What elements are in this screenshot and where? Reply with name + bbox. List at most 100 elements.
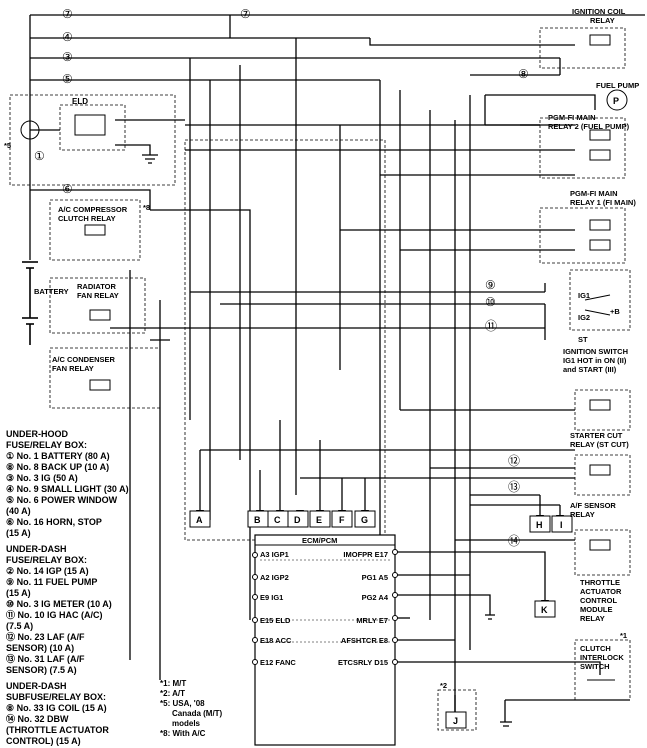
legend-under-dash-title-2: FUSE/RELAY BOX: [6,555,87,565]
fuse-marker-14: ⑭ [508,534,520,548]
legend-under-hood-item: ④ No. 9 SMALL LIGHT (30 A) [6,484,129,494]
clutch-switch-label-1: CLUTCH [580,644,611,653]
legend-subfuse-title-1: UNDER-DASH [6,681,67,691]
legend-under-hood-title-2: FUSE/RELAY BOX: [6,440,87,450]
connector-i-box [551,515,573,533]
legend-subfuse-item: ⑧ No. 33 IG COIL (15 A) [6,703,107,713]
legend-under-dash-item: ⑬ No. 31 LAF (A/F [6,653,85,664]
ecm-left-pin: E12 FANC [260,658,296,667]
ecm-right-pin: ETCSRLY D15 [338,658,388,667]
legend-under-dash-item: ⑩ No. 3 IG METER (10 A) [6,599,112,609]
af-sensor-relay-label-1: A/F SENSOR [570,501,616,510]
ignition-switch-label-2: IG1 HOT in ON (II) [563,356,627,365]
pgm-fi-relay-2-label-1: PGM-FI MAIN [548,113,596,122]
connector-f: F [339,515,345,525]
pgm-fi-relay-1-label-2: RELAY 1 (FI MAIN) [570,198,636,207]
legend-subfuse-title-2: SUBFUSE/RELAY BOX: [6,692,106,702]
ecm-right-pin: MRLY E7 [356,616,388,625]
connector-e: E [316,515,322,525]
note-line: *1: M/T [160,679,186,688]
fuse-marker-10: ⑩ [485,295,496,309]
ecm-left-pin: E15 ELD [260,616,291,625]
connector-a: A [196,515,203,525]
throttle-relay-label-1: THROTTLE [580,578,620,587]
legend-under-dash-item: ⑨ No. 11 FUEL PUMP [6,577,97,587]
ign-switch-b: +B [610,307,620,316]
connector-j-box [445,711,467,729]
fuse-marker-5: ⑤ [62,72,73,86]
ac-compressor-relay-label-1: A/C COMPRESSOR [58,205,128,214]
ignition-coil-relay-label-1: IGNITION COIL [572,7,626,16]
fuel-pump-symbol: P [613,96,619,106]
legend-under-hood-item: ① No. 1 BATTERY (80 A) [6,451,110,461]
pgm-fi-relay-1-label-1: PGM-FI MAIN [570,189,618,198]
clutch-switch-label-2: INTERLOCK [580,653,624,662]
note-line: *8: With A/C [160,729,206,738]
connector-b: B [254,515,261,525]
radiator-fan-relay-label-2: FAN RELAY [77,291,119,300]
ecm-left-pin: E9 IG1 [260,593,283,602]
ignition-switch-label-3: and START (III) [563,365,617,374]
legend-under-dash-item: SENSOR) (7.5 A) [6,665,77,675]
fuse-marker-1: ① [34,149,45,163]
battery-label: BATTERY [34,287,69,296]
legend-under-dash-item: (15 A) [6,588,31,598]
legend-subfuse-item: ⑭ No. 32 DBW [6,713,69,724]
ac-condenser-relay-label-1: A/C CONDENSER [52,355,116,364]
throttle-relay-label-5: RELAY [580,614,605,623]
note-line: models [172,719,201,728]
fuse-marker-7b: ⑦ [240,7,251,21]
note-line: *2: A/T [160,689,185,698]
legend-under-dash-item: ⑫ No. 23 LAF (A/F [6,631,85,642]
connector-h-box [529,515,551,533]
legend-under-hood-item: ⑥ No. 16 HORN, STOP [6,517,102,527]
ecm-right-pin: PG2 A4 [362,593,389,602]
legend-under-dash-item: (7.5 A) [6,621,33,631]
ecm-left-pin: E18 ACC [260,636,292,645]
connector-c: C [274,515,281,525]
throttle-relay-label-4: MODULE [580,605,613,614]
legend-under-dash-item: ② No. 14 IGP (15 A) [6,566,89,576]
legend-subfuse-item: (THROTTLE ACTUATOR [6,725,109,735]
fuse-marker-6: ⑥ [62,182,73,196]
ecm-right-pin: PG1 A5 [362,573,388,582]
ac-compressor-relay-label-2: CLUTCH RELAY [58,214,116,223]
fuse-marker-9: ⑨ [485,278,496,292]
fuse-marker-4: ④ [62,30,73,44]
connector-e-box [309,510,331,528]
connector-f-box [331,510,353,528]
ecm-right-pin: AFSHTCR E8 [341,636,388,645]
clutch-switch-label-3: SWITCH [580,662,610,671]
ecm-left-pin: A3 IGP1 [260,550,289,559]
clutch-switch-note: *1 [620,631,627,640]
throttle-relay-label-2: ACTUATOR [580,587,622,596]
ac-compressor-note: *8 [143,203,150,212]
connector-g-box [354,510,376,528]
ignition-switch-label-1: IGNITION SWITCH [563,347,628,356]
ecm-title: ECM/PCM [302,536,337,545]
starter-cut-relay-label-2: RELAY (ST CUT) [570,440,629,449]
pgm-fi-relay-2-label-2: RELAY 2 (FUEL PUMP) [548,122,630,131]
fuel-pump-label: FUEL PUMP [596,81,639,90]
fuse-marker-12: ⑫ [508,454,520,468]
fuse-markers: ⑦ ⑦ ④ ③ ⑤ ⑧ ① ⑥ ⑨ ⑩ ⑪ ⑫ ⑬ ⑭ [34,7,529,548]
battery-note: *5 [4,141,11,150]
connector-k-box [534,600,556,618]
connector-k: K [541,605,548,615]
legend-under-dash-item: SENSOR) (10 A) [6,643,74,653]
legend-under-hood-item: ③ No. 3 IG (50 A) [6,473,78,483]
radiator-fan-relay-label-1: RADIATOR [77,282,116,291]
eld-label: ELD [72,97,88,106]
note-line: *5: USA, '08 [160,699,205,708]
legend-under-hood-item: ⑧ No. 8 BACK UP (10 A) [6,462,109,472]
fuse-marker-13: ⑬ [508,480,520,494]
note-line: Canada (M/T) [172,709,223,718]
ecm-right-pin: IMOFPR E17 [343,550,388,559]
fuse-marker-7: ⑦ [62,7,73,21]
legend-under-hood-item: (15 A) [6,528,31,538]
connector-d-box [287,510,309,528]
legend-under-hood-item: ⑤ No. 6 POWER WINDOW [6,495,118,505]
throttle-relay-label-3: CONTROL [580,596,617,605]
fuse-marker-11: ⑪ [485,319,497,333]
